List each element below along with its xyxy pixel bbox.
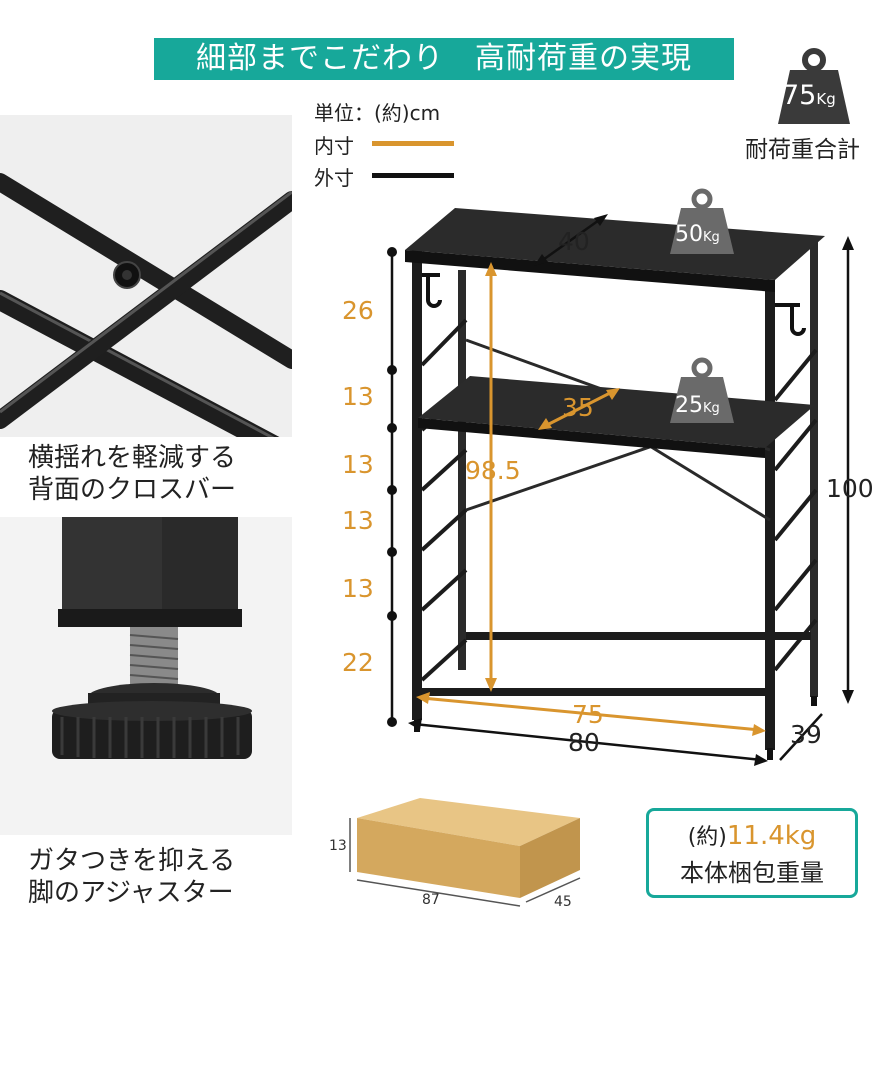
middle-shelf-weight: 25Kg	[675, 393, 720, 418]
outer-width-arrow	[413, 722, 763, 762]
top-shelf-weight-value: 50	[675, 222, 703, 247]
package-box-illustration	[349, 798, 581, 907]
package-weight-box: (約)11.4kg 本体梱包重量	[646, 808, 858, 898]
top-depth-label: 40	[558, 227, 590, 256]
gap-4-label: 13	[342, 506, 374, 535]
inner-dim-legend-label: 内寸	[314, 134, 354, 158]
outer-width-label: 80	[568, 728, 600, 757]
package-depth-label: 45	[554, 894, 572, 910]
middle-shelf-weight-icon	[670, 357, 734, 423]
gap-6-label: 22	[342, 648, 374, 677]
inner-depth-label: 35	[562, 393, 594, 422]
gap-5-label: 13	[342, 574, 374, 603]
top-depth-arrow	[539, 216, 603, 264]
weight-icon	[778, 48, 850, 124]
total-weight-label: 耐荷重合計	[745, 137, 860, 163]
outer-height-label: 100	[826, 474, 874, 503]
gap-3-label: 13	[342, 450, 374, 479]
crossbar-caption: 横揺れを軽減する 背面のクロスバー	[28, 442, 236, 506]
total-weight-value: 75	[782, 80, 817, 111]
gap-2-label: 13	[342, 382, 374, 411]
middle-shelf-weight-value: 25	[675, 393, 703, 418]
top-shelf-weight: 50Kg	[675, 222, 720, 247]
inner-width-arrow	[421, 696, 761, 732]
adjuster-foot-illustration	[0, 517, 292, 835]
banner-title: 細部までこだわり 高耐荷重の実現	[154, 38, 734, 80]
package-width-label: 87	[422, 892, 440, 908]
outer-dim-legend-label: 外寸	[314, 166, 354, 190]
top-shelf	[405, 208, 825, 280]
crossbar-caption-line1: 横揺れを軽減する	[28, 443, 237, 473]
inner-height-label: 98.5	[465, 456, 521, 485]
top-shelf-weight-icon	[670, 188, 734, 254]
inner-width-label: 75	[572, 700, 604, 729]
rack-dimension-drawing	[387, 208, 854, 766]
adjuster-caption-line1: ガタつきを抑える	[28, 846, 236, 876]
crossbar-photo	[0, 115, 292, 437]
total-weight: 75Kg	[782, 80, 836, 111]
middle-shelf-weight-unit: Kg	[703, 401, 720, 416]
inner-dim-legend-line	[372, 141, 454, 146]
adjuster-caption: ガタつきを抑える 脚のアジャスター	[28, 845, 235, 909]
crossbar-illustration	[0, 115, 292, 437]
package-weight-prefix: (約)	[687, 825, 727, 850]
top-shelf-weight-unit: Kg	[703, 230, 720, 245]
total-weight-unit: Kg	[816, 90, 836, 108]
crossbar-caption-line2: 背面のクロスバー	[28, 475, 237, 505]
middle-shelf	[418, 376, 815, 448]
inner-depth-arrow	[544, 390, 613, 428]
adjuster-photo	[0, 517, 292, 835]
package-weight-value: 11.4kg	[726, 821, 817, 851]
outer-depth-arrow	[779, 713, 823, 761]
outer-depth-label: 39	[790, 720, 822, 749]
package-weight-label: 本体梱包重量	[680, 859, 824, 887]
unit-label: 単位：(約)cm	[314, 101, 441, 125]
adjuster-caption-line2: 脚のアジャスター	[28, 878, 234, 908]
gap-1-label: 26	[342, 296, 374, 325]
outer-dim-legend-line	[372, 173, 454, 178]
package-height-label: 13	[329, 838, 347, 854]
